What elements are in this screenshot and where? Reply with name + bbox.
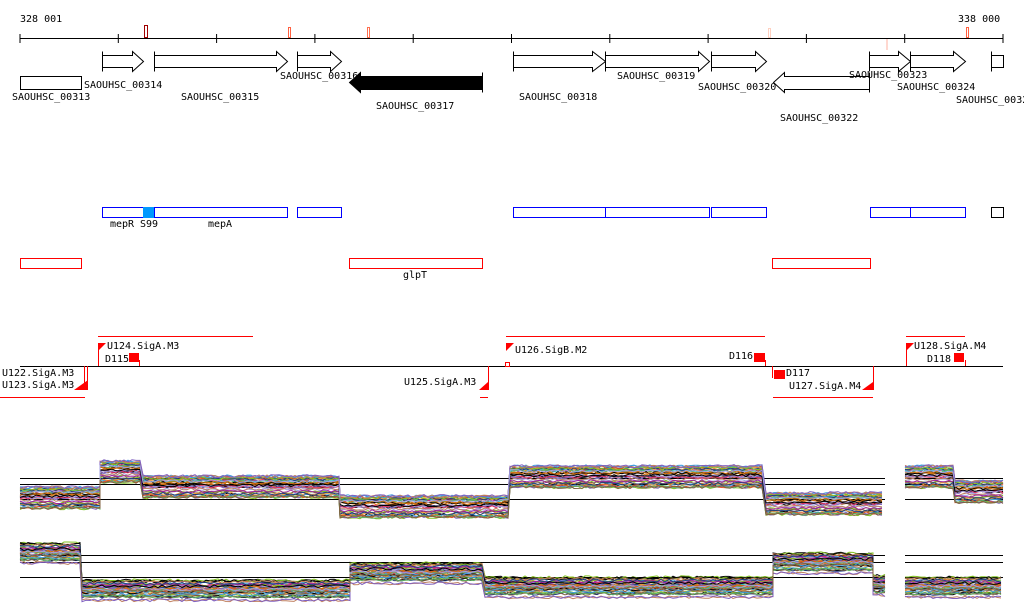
transcript-label[interactable]: U127.SigA.M4 xyxy=(789,381,862,392)
expression-series xyxy=(19,547,886,589)
gene-SAOUHSC_00319[interactable] xyxy=(605,50,711,73)
gene-SAOUHSC_00317[interactable] xyxy=(348,71,483,94)
expression-series xyxy=(19,550,886,592)
gene-SAOUHSC_00324[interactable] xyxy=(910,50,967,73)
expression-series xyxy=(19,464,883,504)
expression-series xyxy=(19,468,883,508)
gene-SAOUHSC_00314[interactable] xyxy=(102,50,145,73)
mepA-label: mepA xyxy=(208,219,233,230)
gene-label[interactable]: SAOUHSC_00316 xyxy=(280,71,359,82)
ruler-end-label: 338 000 xyxy=(958,14,1001,25)
gene-label[interactable]: SAOUHSC_0032 xyxy=(956,95,1024,106)
transcript-label[interactable]: U122.SigA.M3 xyxy=(2,368,75,379)
expression-series xyxy=(19,477,883,516)
transcript-label[interactable]: U126.SigB.M2 xyxy=(515,345,588,356)
expression-series xyxy=(19,459,883,499)
expression-series xyxy=(19,469,883,509)
transcript-label[interactable]: D118 xyxy=(927,354,952,365)
gene-label[interactable]: SAOUHSC_00319 xyxy=(617,71,696,82)
expression-series xyxy=(904,469,1004,489)
gene-label[interactable]: SAOUHSC_00314 xyxy=(84,80,163,91)
position-ruler xyxy=(19,34,1004,43)
expression-series xyxy=(19,561,886,603)
expression-series xyxy=(904,473,1004,492)
transcript-label[interactable]: U128.SigA.M4 xyxy=(914,341,987,352)
gene-SAOUHSC_00316[interactable] xyxy=(297,50,343,73)
transcript-label[interactable]: D116 xyxy=(729,351,754,362)
expression-series xyxy=(19,459,883,499)
gene-label[interactable]: SAOUHSC_00323 xyxy=(849,70,928,81)
gene-SAOUHSC_00322[interactable] xyxy=(772,71,870,94)
expression-series xyxy=(19,542,886,584)
gene-label[interactable]: SAOUHSC_00317 xyxy=(376,101,455,112)
transcript-label[interactable]: U125.SigA.M3 xyxy=(404,377,477,388)
gene-SAOUHSC_00315[interactable] xyxy=(154,50,289,73)
gene-label[interactable]: SAOUHSC_00324 xyxy=(897,82,976,93)
gene-label[interactable]: SAOUHSC_00320 xyxy=(698,82,777,93)
gene-label[interactable]: SAOUHSC_00322 xyxy=(780,113,859,124)
gene-label[interactable]: SAOUHSC_00315 xyxy=(181,92,260,103)
transcript-label[interactable]: U123.SigA.M3 xyxy=(2,380,75,391)
annotation-track-red xyxy=(20,258,871,269)
annotation-track-blue xyxy=(102,207,1004,218)
expression-series xyxy=(904,464,1004,484)
expression-series xyxy=(904,591,1002,596)
transcript-track xyxy=(0,336,1003,398)
transcript-label[interactable]: D117 xyxy=(786,368,811,379)
expression-series xyxy=(904,595,1002,600)
expression-series xyxy=(904,485,1004,505)
expression-series xyxy=(19,541,886,583)
mepR-label: mepR xyxy=(110,219,135,230)
expression-series xyxy=(19,552,886,594)
expression-series xyxy=(19,472,883,512)
expression-series xyxy=(19,474,883,514)
expression-series xyxy=(19,552,885,594)
expression-series xyxy=(904,595,1002,599)
s99-label: S99 xyxy=(140,219,159,230)
gene-label[interactable]: SAOUHSC_00313 xyxy=(12,92,91,103)
expression-series xyxy=(904,584,1002,589)
expression-series xyxy=(19,479,883,519)
gene-SAOUHSC_00320[interactable] xyxy=(711,50,768,73)
expression-panel-1 xyxy=(19,459,1004,520)
gene-label[interactable]: SAOUHSC_00318 xyxy=(519,92,598,103)
expression-series xyxy=(904,586,1001,591)
expression-series xyxy=(904,575,1002,580)
ruler-markers xyxy=(144,25,969,50)
expression-series xyxy=(19,544,886,586)
gene-SAOUHSC_00318[interactable] xyxy=(513,50,607,73)
expression-series xyxy=(19,557,886,599)
glpT-label: glpT xyxy=(403,270,428,281)
expression-series xyxy=(904,578,1002,583)
s99-feature xyxy=(143,207,155,218)
transcript-label[interactable]: U124.SigA.M3 xyxy=(107,341,180,352)
gene-SAOUHSC_0032x[interactable] xyxy=(991,51,1004,72)
ruler-start-label: 328 001 xyxy=(20,14,63,25)
gene-SAOUHSC_00323[interactable] xyxy=(869,50,912,73)
gene-SAOUHSC_00313[interactable] xyxy=(20,76,82,90)
transcript-label[interactable]: D115 xyxy=(105,354,130,365)
expression-panel-2 xyxy=(19,541,1003,603)
